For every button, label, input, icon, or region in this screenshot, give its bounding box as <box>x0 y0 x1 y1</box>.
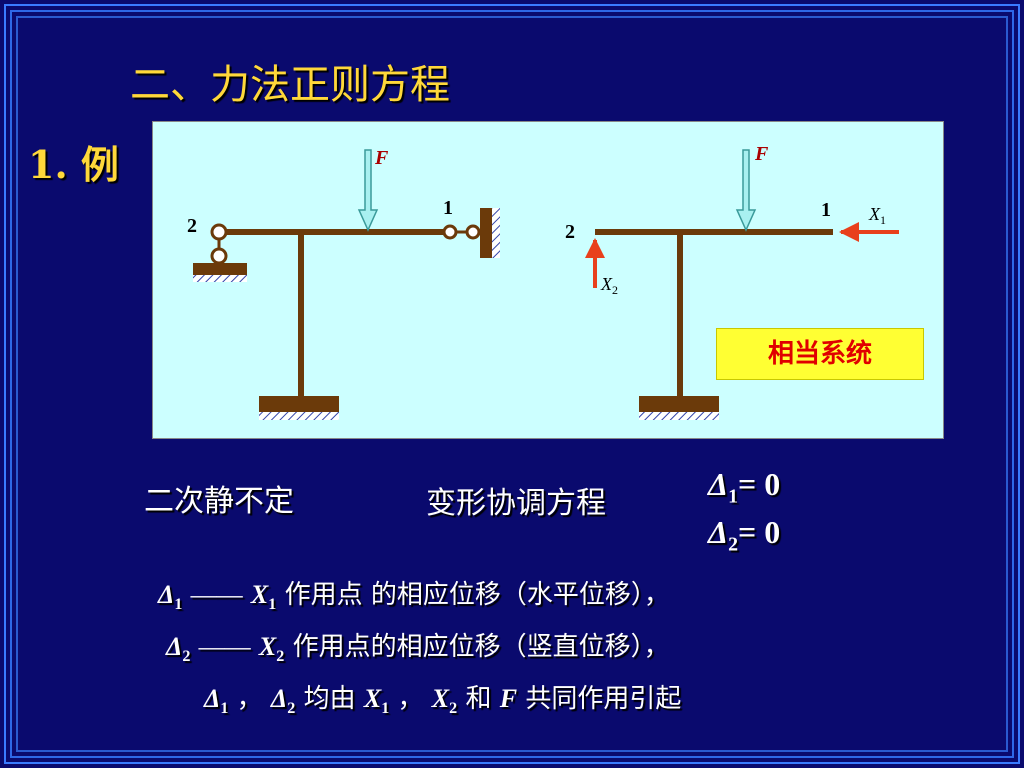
right-wall <box>480 208 492 258</box>
outer-frame <box>4 4 1020 764</box>
left-node1-label: 1 <box>443 197 453 219</box>
node2-pin <box>210 223 228 241</box>
explanation-line-2: Δ2 —— X2 作用点的相应位移（竖直位移）， <box>166 632 670 666</box>
diagram-panel: F 1 2 F 1 2 X1 X2 <box>152 121 944 439</box>
inner-frame <box>16 16 1008 752</box>
right-structure: F 1 2 X1 X2 <box>565 143 899 420</box>
right-force-label: F <box>754 143 769 165</box>
indeterminacy-text: 二次静不定 <box>144 484 294 519</box>
middle-frame <box>10 10 1014 758</box>
equation-2: Δ2= 0 <box>708 514 781 556</box>
right-fixed-base <box>639 396 719 412</box>
wall-pin <box>465 224 481 240</box>
right-force-arrow <box>735 149 757 232</box>
right-wall-hatch <box>492 208 500 258</box>
left-fixed-base <box>259 396 339 412</box>
structure-diagram: F 1 2 F 1 2 X1 X2 <box>187 143 899 420</box>
right-base-hatch <box>639 412 719 420</box>
right-node1-label: 1 <box>821 199 831 221</box>
left-base-hatch <box>259 412 339 420</box>
roller-hatch <box>193 275 247 282</box>
explanation-line-3: Δ1 ， Δ2 均由 X1 ， X2 和 F 共同作用引起 <box>204 684 682 718</box>
x2-label: X2 <box>600 274 618 297</box>
left-node2-label: 2 <box>187 215 197 237</box>
example-label: 1. 例 <box>28 142 119 187</box>
roller-base <box>193 263 247 275</box>
right-node2-label: 2 <box>565 221 575 243</box>
node1-pin <box>442 224 458 240</box>
slide-title: 二、力法正则方程 <box>130 62 450 108</box>
equivalent-system-badge: 相当系统 <box>716 328 924 380</box>
left-force-arrow <box>357 149 379 232</box>
compatibility-label: 变形协调方程 <box>426 486 606 521</box>
support-pin <box>210 247 228 265</box>
left-structure: F 1 2 <box>187 147 500 420</box>
x1-label: X1 <box>868 204 886 227</box>
left-force-label: F <box>374 147 389 169</box>
equation-1: Δ1= 0 <box>708 466 781 508</box>
explanation-line-1: Δ1 —— X1 作用点 的相应位移（水平位移）， <box>158 580 670 614</box>
